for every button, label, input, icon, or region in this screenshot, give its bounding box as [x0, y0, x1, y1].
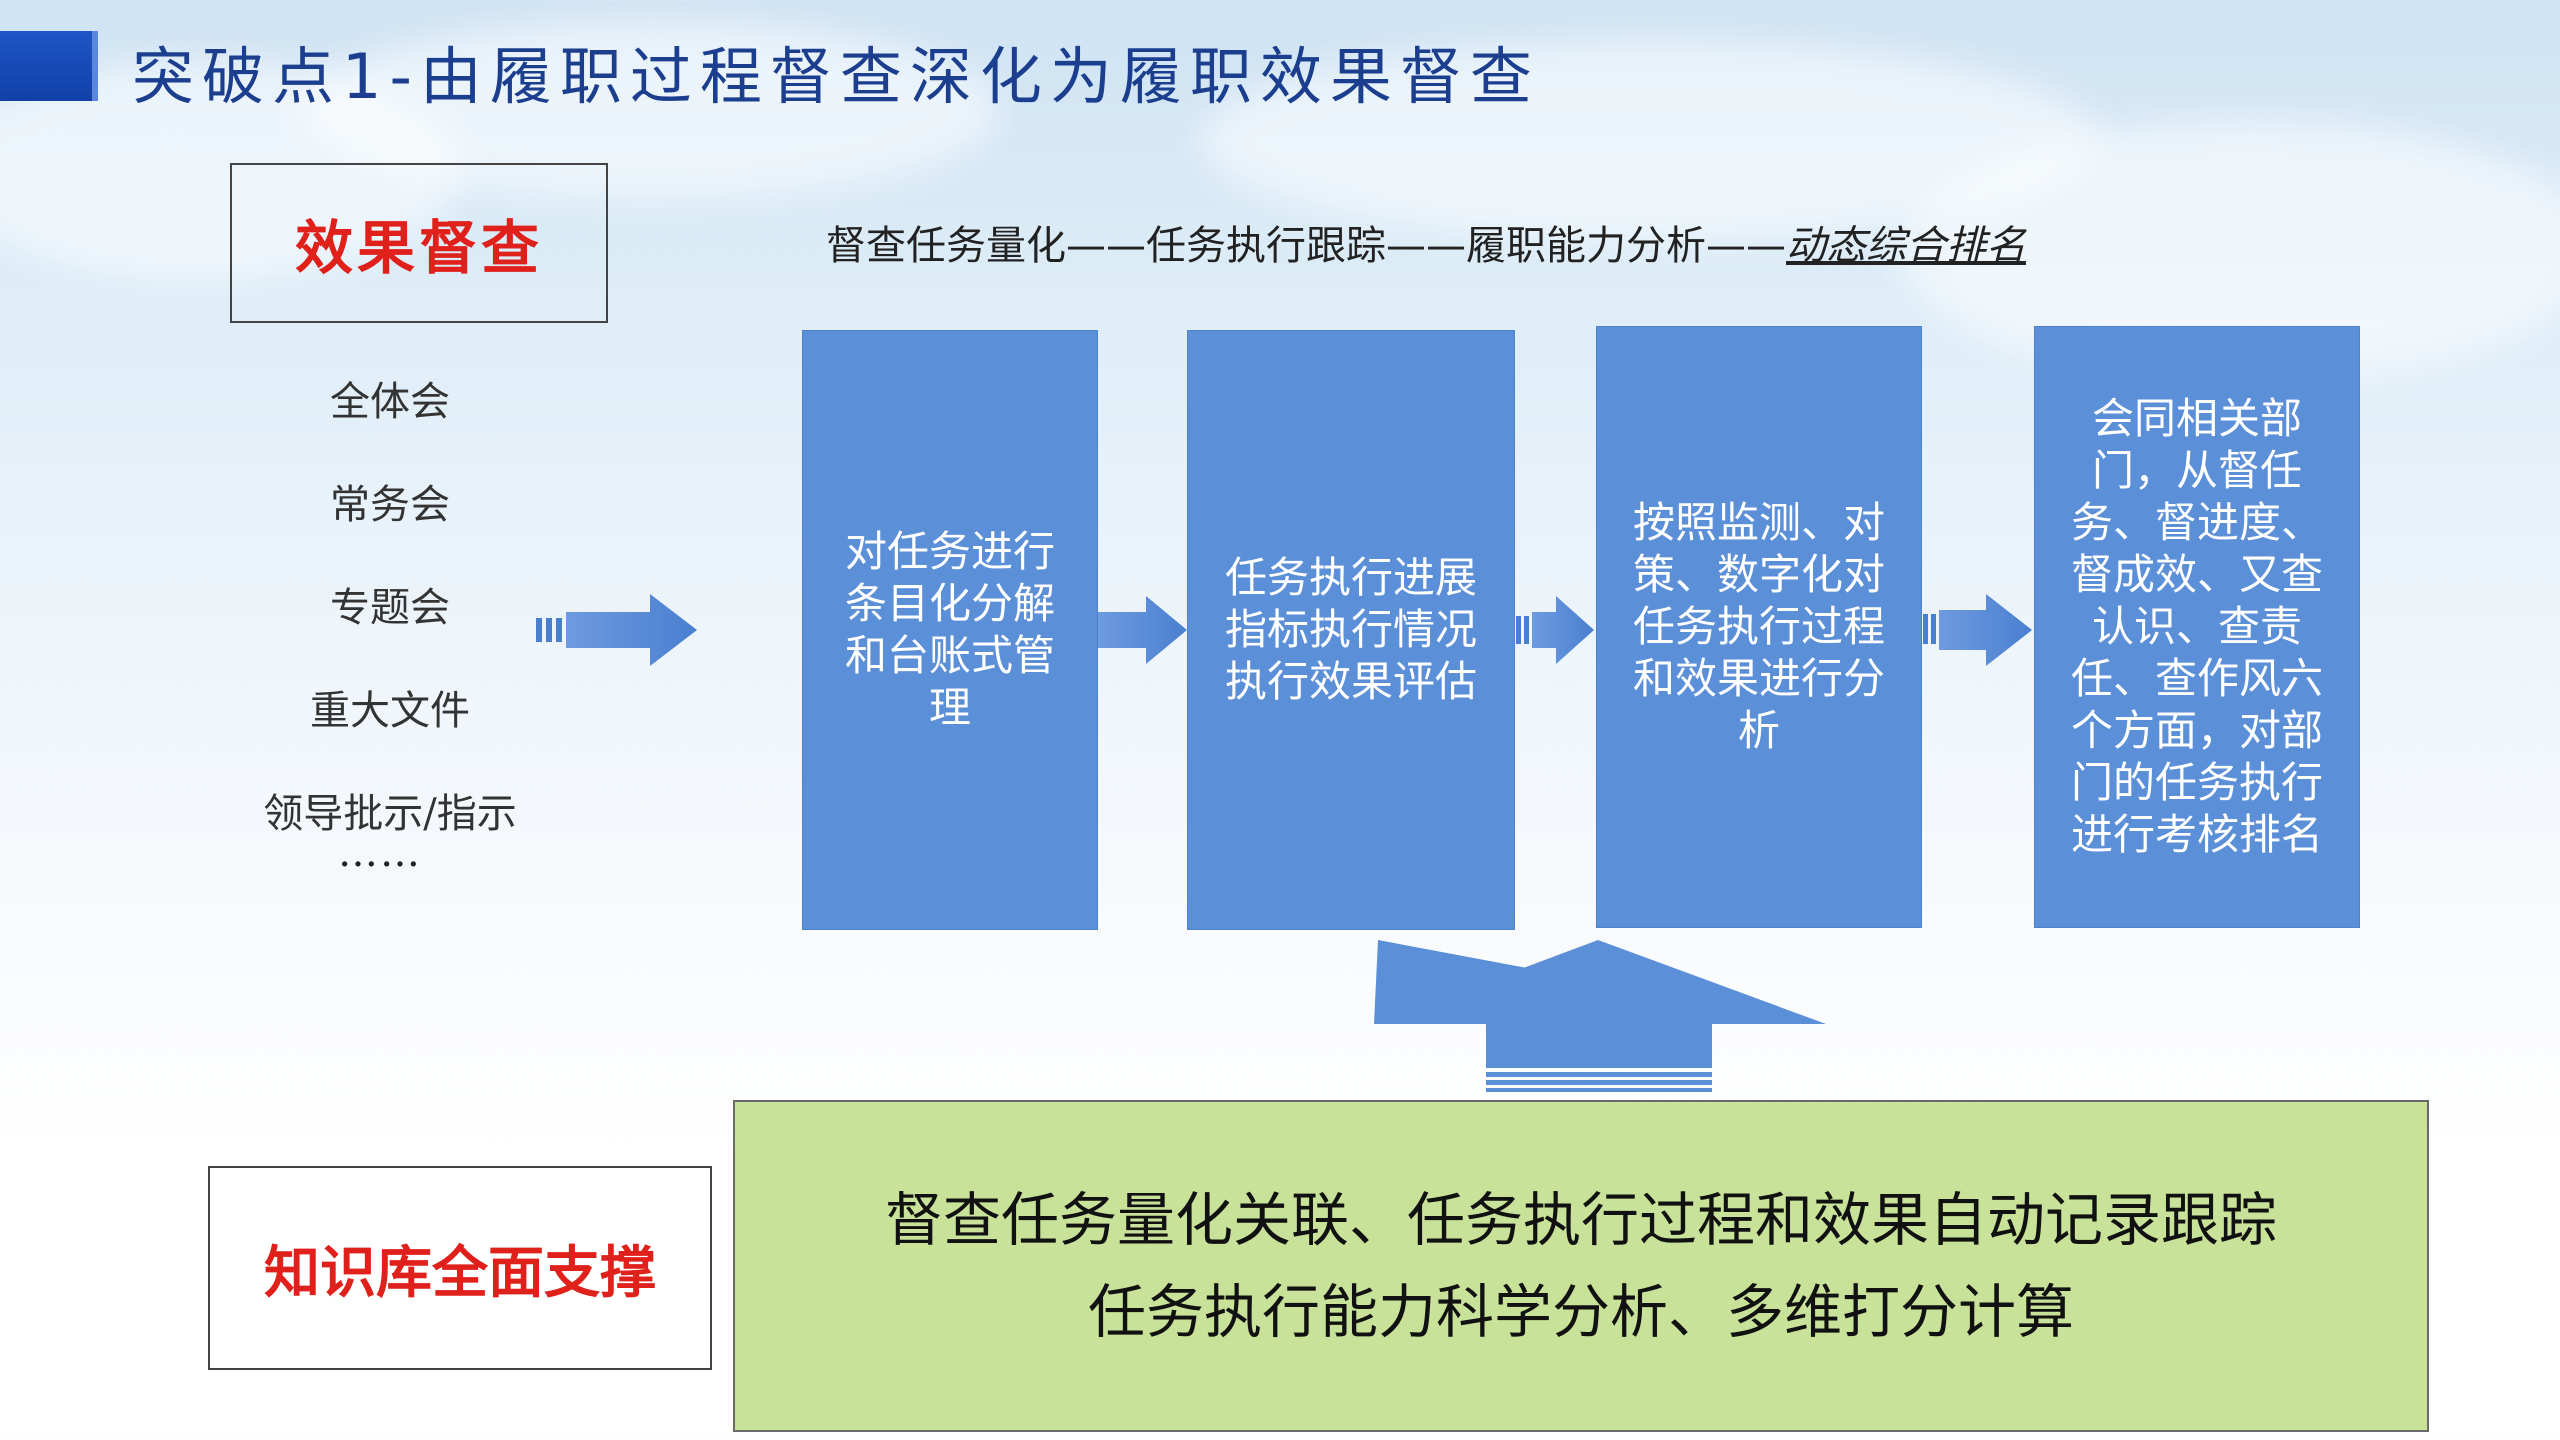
support-capabilities-box: 督查任务量化关联、任务执行过程和效果自动记录跟踪 任务执行能力科学分析、多维打分…	[733, 1100, 2429, 1432]
arrow-right-icon	[1516, 596, 1594, 664]
step-text-line: 门，从督任	[2091, 446, 2302, 495]
arrow-right-icon	[1923, 594, 2032, 666]
step-text-line: 对任务进行	[844, 527, 1055, 576]
step-text-line: 进行考核排名	[2070, 810, 2323, 859]
chain-prefix: 督查任务量化——任务执行跟踪——履职能力分析——	[826, 223, 1786, 269]
source-item: 常务会	[330, 482, 450, 528]
step-text-line: 会同相关部	[2091, 394, 2302, 443]
step-text-line: 任务执行进展	[1224, 553, 1477, 602]
step-text-line: 认识、查责	[2091, 602, 2302, 651]
step-text-line: 执行效果评估	[1224, 657, 1477, 706]
arrow-right-icon	[536, 594, 697, 666]
step-execution-tracking: 任务执行进展 指标执行情况 执行效果评估	[1187, 330, 1515, 930]
arrow-right-icon	[1098, 596, 1187, 664]
source-item: 专题会	[330, 585, 450, 631]
source-more-ellipsis: ……	[338, 830, 422, 876]
step-capability-analysis: 按照监测、对 策、数字化对 任务执行过程 和效果进行分 析	[1596, 326, 1922, 928]
step-text-line: 任、查作风六	[2070, 654, 2323, 703]
step-text-line: 督成效、又查	[2070, 550, 2323, 599]
slide-title: 突破点1-由履职过程督查深化为履职效果督查	[132, 40, 1540, 113]
step-text-line: 理	[928, 683, 971, 732]
process-chain-caption: 督查任务量化——任务执行跟踪——履职能力分析——动态综合排名	[826, 213, 2026, 271]
step-text-line: 务、督进度、	[2070, 498, 2323, 547]
title-accent-bar	[0, 31, 98, 101]
step-text-line: 指标执行情况	[1224, 605, 1477, 654]
step-text-line: 按照监测、对	[1632, 498, 1885, 547]
step-text-line: 条目化分解	[844, 579, 1055, 628]
step-task-decomposition: 对任务进行 条目化分解 和台账式管 理	[802, 330, 1098, 930]
support-line: 督查任务量化关联、任务执行过程和效果自动记录跟踪	[884, 1186, 2277, 1254]
step-text-line: 和效果进行分	[1632, 654, 1885, 703]
step-text-line: 和台账式管	[844, 631, 1055, 680]
source-list: 全体会 常务会 专题会 重大文件 领导批示/指示	[200, 372, 580, 887]
cloud-decor	[300, 20, 1000, 200]
arrow-up-icon	[1374, 940, 1826, 1092]
step-text-line: 策、数字化对	[1632, 550, 1885, 599]
step-text-line: 门的任务执行	[2070, 758, 2323, 807]
source-item: 全体会	[330, 379, 450, 425]
chain-highlight: 动态综合排名	[1786, 223, 2026, 269]
step-assessment-ranking: 会同相关部 门，从督任 务、督进度、 督成效、又查 认识、查责 任、查作风六 个…	[2034, 326, 2360, 928]
knowledge-base-label: 知识库全面支撑	[208, 1166, 712, 1370]
step-text-line: 任务执行过程	[1632, 602, 1885, 651]
step-text-line: 个方面，对部	[2070, 706, 2323, 755]
effect-supervision-label: 效果督查	[230, 163, 608, 323]
source-item: 领导批示/指示	[263, 791, 517, 837]
step-text-line: 析	[1737, 706, 1780, 755]
support-line: 任务执行能力科学分析、多维打分计算	[1087, 1278, 2074, 1346]
source-item: 重大文件	[310, 688, 470, 734]
